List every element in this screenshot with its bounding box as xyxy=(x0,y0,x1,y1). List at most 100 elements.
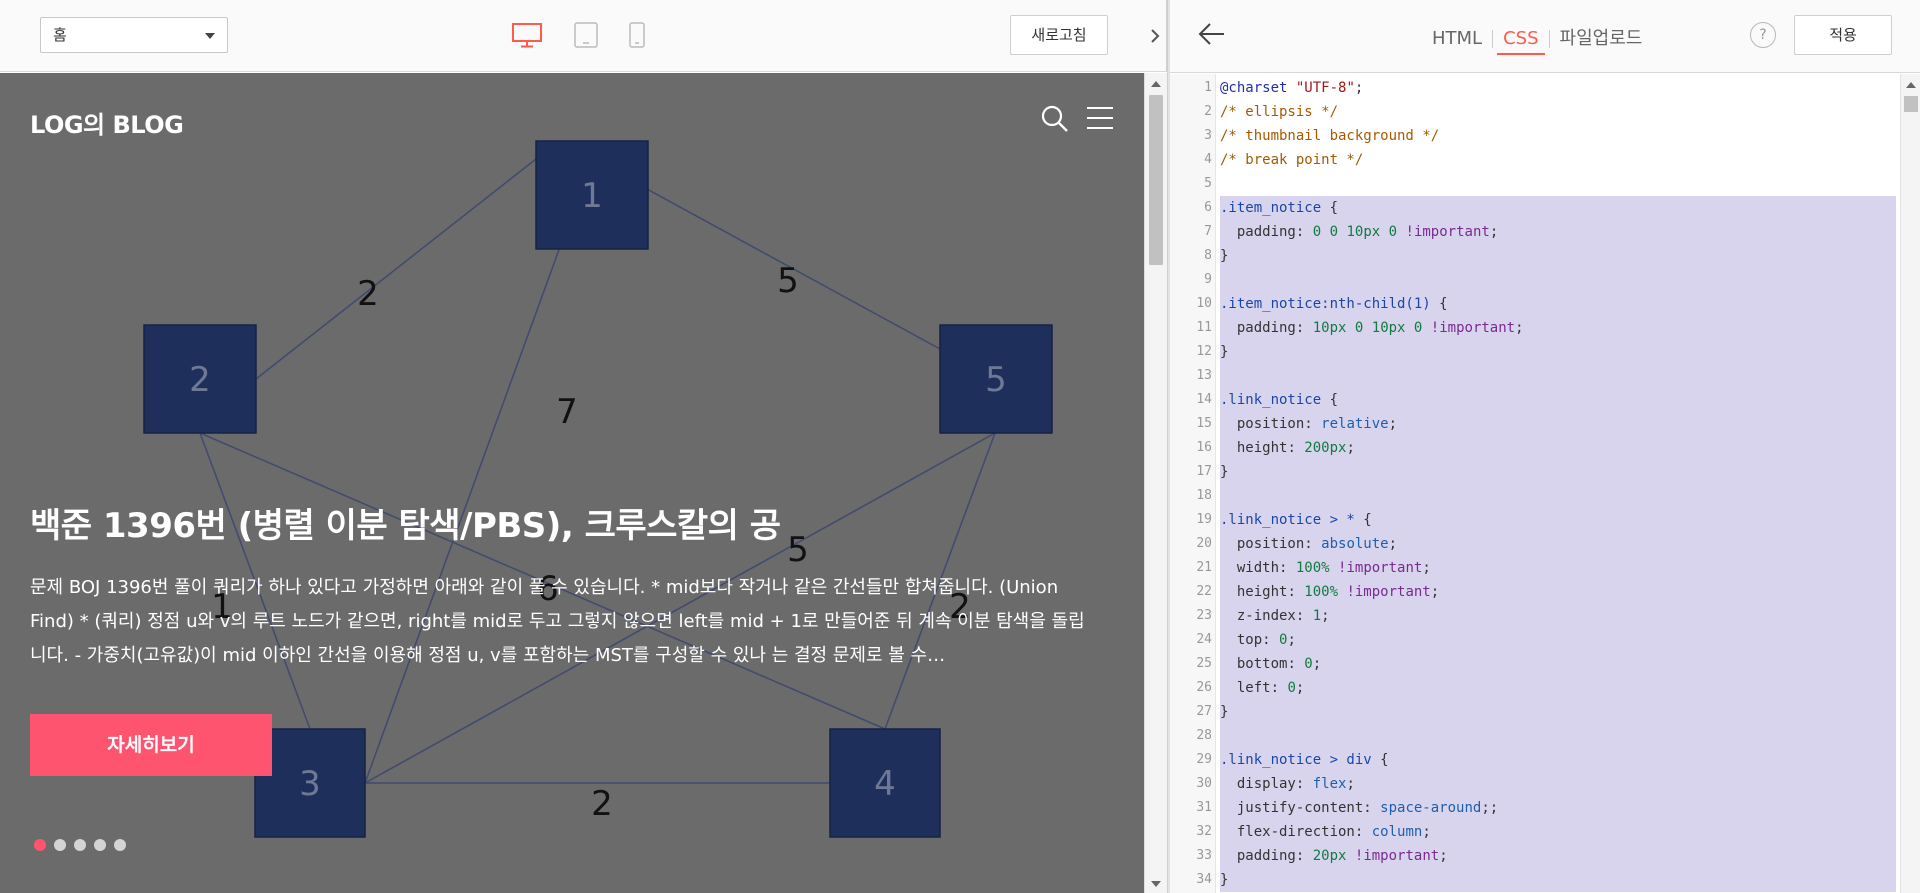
help-icon[interactable]: ? xyxy=(1750,22,1776,48)
scroll-up-icon[interactable] xyxy=(1906,82,1916,88)
code-line[interactable]: 5 xyxy=(1170,172,1900,196)
collapse-pane-button[interactable] xyxy=(1144,0,1167,72)
code-line[interactable]: 12} xyxy=(1170,340,1900,364)
editor-toolbar: HTML CSS 파일업로드 ? 적용 xyxy=(1170,0,1920,73)
code-line[interactable]: 25 bottom: 0; xyxy=(1170,652,1900,676)
graph-edge xyxy=(199,432,311,730)
line-number: 25 xyxy=(1196,656,1212,671)
code-line[interactable]: 18 xyxy=(1170,484,1900,508)
code-line[interactable]: 10.item_notice:nth-child(1) { xyxy=(1170,292,1900,316)
code-line[interactable]: 9 xyxy=(1170,268,1900,292)
code-editor[interactable]: 1@charset "UTF-8";2/* ellipsis */3/* thu… xyxy=(1170,74,1900,893)
code-text: } xyxy=(1220,460,1896,484)
menu-icon[interactable] xyxy=(1086,106,1114,130)
code-text: width: 100% !important; xyxy=(1220,556,1896,580)
tab-html[interactable]: HTML xyxy=(1432,28,1483,49)
code-text: display: flex; xyxy=(1220,772,1896,796)
code-text: } xyxy=(1220,340,1896,364)
code-text: padding: 20px !important; xyxy=(1220,844,1896,868)
slide-dot[interactable] xyxy=(94,839,106,851)
code-line[interactable]: 23 z-index: 1; xyxy=(1170,604,1900,628)
graph-edge-label: 2 xyxy=(949,587,971,627)
code-line[interactable]: 27} xyxy=(1170,700,1900,724)
tab-file-upload[interactable]: 파일업로드 xyxy=(1559,28,1643,49)
code-line[interactable]: 21 width: 100% !important; xyxy=(1170,556,1900,580)
slide-dot[interactable] xyxy=(34,839,46,851)
search-icon[interactable] xyxy=(1040,104,1070,134)
pane-divider[interactable] xyxy=(1167,0,1170,893)
code-line[interactable]: 24 top: 0; xyxy=(1170,628,1900,652)
code-text: padding: 10px 0 10px 0 !important; xyxy=(1220,316,1896,340)
scroll-up-icon[interactable] xyxy=(1151,81,1161,87)
slide-indicator xyxy=(34,836,134,851)
code-line[interactable]: 16 height: 200px; xyxy=(1170,436,1900,460)
graph-edge-label: 2 xyxy=(357,274,379,314)
code-line[interactable]: 7 padding: 0 0 10px 0 !important; xyxy=(1170,220,1900,244)
code-line[interactable]: 34} xyxy=(1170,868,1900,892)
refresh-button[interactable]: 새로고침 xyxy=(1010,15,1108,55)
graph-node-label: 5 xyxy=(985,360,1007,400)
code-line[interactable]: 29.link_notice > div { xyxy=(1170,748,1900,772)
slide-dot[interactable] xyxy=(54,839,66,851)
tab-css[interactable]: CSS xyxy=(1497,28,1545,55)
page-select-value: 홈 xyxy=(53,26,67,44)
code-line[interactable]: 4/* break point */ xyxy=(1170,148,1900,172)
code-line[interactable]: 15 position: relative; xyxy=(1170,412,1900,436)
graph-edge xyxy=(591,158,996,380)
page-select[interactable]: 홈 xyxy=(40,17,228,53)
code-line[interactable]: 26 left: 0; xyxy=(1170,676,1900,700)
blog-title[interactable]: LOG의 BLOG xyxy=(30,111,184,139)
graph-edge xyxy=(364,158,593,784)
editor-scrollbar[interactable] xyxy=(1900,74,1920,893)
code-text: z-index: 1; xyxy=(1220,604,1896,628)
chevron-down-icon xyxy=(205,33,215,39)
code-text: } xyxy=(1220,244,1896,268)
line-number-gutter xyxy=(1170,74,1216,893)
graph-node-label: 2 xyxy=(189,360,211,400)
line-number: 22 xyxy=(1196,584,1212,599)
code-text: justify-content: space-around;; xyxy=(1220,796,1896,820)
line-number: 19 xyxy=(1196,512,1212,527)
line-number: 23 xyxy=(1196,608,1212,623)
line-number: 9 xyxy=(1204,272,1212,287)
slide-dot[interactable] xyxy=(114,839,126,851)
code-line[interactable]: 13 xyxy=(1170,364,1900,388)
code-line[interactable]: 19.link_notice > * { xyxy=(1170,508,1900,532)
desktop-icon[interactable] xyxy=(512,22,542,48)
code-text: /* thumbnail background */ xyxy=(1220,128,1440,144)
code-line[interactable]: 3/* thumbnail background */ xyxy=(1170,124,1900,148)
code-line[interactable]: 11 padding: 10px 0 10px 0 !important; xyxy=(1170,316,1900,340)
code-line[interactable]: 22 height: 100% !important; xyxy=(1170,580,1900,604)
code-line[interactable]: 14.link_notice { xyxy=(1170,388,1900,412)
line-number: 6 xyxy=(1204,200,1212,215)
code-line[interactable]: 6.item_notice { xyxy=(1170,196,1900,220)
code-line[interactable]: 32 flex-direction: column; xyxy=(1170,820,1900,844)
code-text: } xyxy=(1220,868,1896,892)
code-line[interactable]: 2/* ellipsis */ xyxy=(1170,100,1900,124)
code-line[interactable]: 31 justify-content: space-around;; xyxy=(1170,796,1900,820)
back-arrow-icon[interactable] xyxy=(1198,22,1226,46)
preview-pane: 홈 새로고침 xyxy=(0,0,1167,893)
scroll-down-icon[interactable] xyxy=(1151,881,1161,887)
preview-scrollbar[interactable] xyxy=(1144,73,1167,893)
scrollbar-thumb[interactable] xyxy=(1904,96,1918,112)
line-number: 1 xyxy=(1204,80,1212,95)
code-line[interactable]: 20 position: absolute; xyxy=(1170,532,1900,556)
graph-node-label: 1 xyxy=(581,176,603,216)
scrollbar-thumb[interactable] xyxy=(1149,95,1163,265)
slide-dot[interactable] xyxy=(74,839,86,851)
apply-button[interactable]: 적용 xyxy=(1794,15,1892,55)
code-line[interactable]: 1@charset "UTF-8"; xyxy=(1170,76,1900,100)
mobile-icon[interactable] xyxy=(628,22,646,48)
line-number: 21 xyxy=(1196,560,1212,575)
code-line[interactable]: 28 xyxy=(1170,724,1900,748)
code-text xyxy=(1220,724,1896,748)
blog-preview: 1 2 5 3 4 2 5 7 5 6 1 2 2 LOG의 BLOG xyxy=(0,73,1144,893)
code-line[interactable]: 30 display: flex; xyxy=(1170,772,1900,796)
tablet-icon[interactable] xyxy=(574,22,598,48)
code-line[interactable]: 33 padding: 20px !important; xyxy=(1170,844,1900,868)
post-title[interactable]: 백준 1396번 (병렬 이분 탐색/PBS), 크루스칼의 공 xyxy=(30,506,781,546)
read-more-button[interactable]: 자세히보기 xyxy=(30,714,272,776)
code-line[interactable]: 17} xyxy=(1170,460,1900,484)
code-line[interactable]: 8} xyxy=(1170,244,1900,268)
